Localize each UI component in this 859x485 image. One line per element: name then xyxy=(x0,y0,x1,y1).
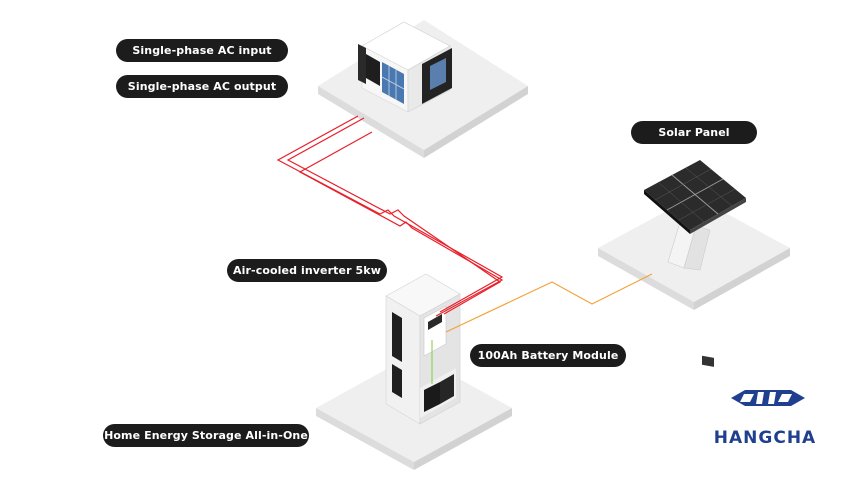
all-in-one-label: Home Energy Storage All-in-One xyxy=(103,424,309,447)
ac-output-label: Single-phase AC output xyxy=(116,75,288,98)
hangcha-logo: HANGCHA xyxy=(706,388,824,450)
inverter-label: Air-cooled inverter 5kw xyxy=(227,259,387,282)
ac-output-line xyxy=(298,131,504,317)
brand-name: HANGCHA xyxy=(713,428,817,448)
ac-power-lines xyxy=(276,115,504,317)
solar-panel-label: Solar Panel xyxy=(631,121,757,144)
ac-input-line xyxy=(276,115,504,313)
battery-label: 100Ah Battery Module xyxy=(470,344,626,367)
ac-input-label: Single-phase AC input xyxy=(116,39,288,62)
ac-line-3 xyxy=(286,117,502,315)
hangcha-logo-emblem xyxy=(731,390,805,406)
solar-panel-icon xyxy=(644,160,746,367)
dc-power-line xyxy=(445,273,653,333)
energy-storage-cabinet-icon xyxy=(385,273,461,425)
house-icon xyxy=(358,21,452,113)
